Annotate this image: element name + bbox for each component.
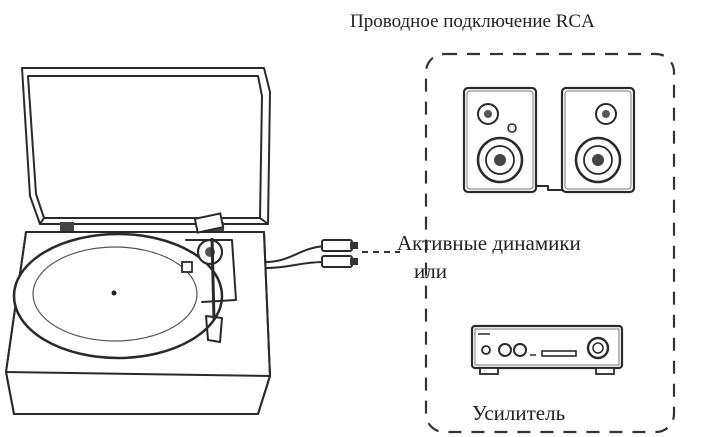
platter [12, 232, 224, 360]
or-label: или [414, 259, 447, 283]
turntable-lid [21, 67, 271, 225]
amplifier-label: Усилитель [472, 401, 565, 425]
devices-dashed-frame [424, 52, 676, 434]
active-speakers-icon [462, 86, 636, 194]
amplifier-icon [470, 324, 624, 375]
rca-cable [265, 239, 358, 269]
connection-label: Проводное подключение RCA [350, 11, 595, 32]
turntable-icon [5, 67, 400, 415]
active-speakers-label: Активные динамики [397, 231, 581, 255]
tonearm [181, 212, 237, 343]
lid-hinge-left [60, 222, 74, 232]
spindle-icon [111, 290, 117, 296]
